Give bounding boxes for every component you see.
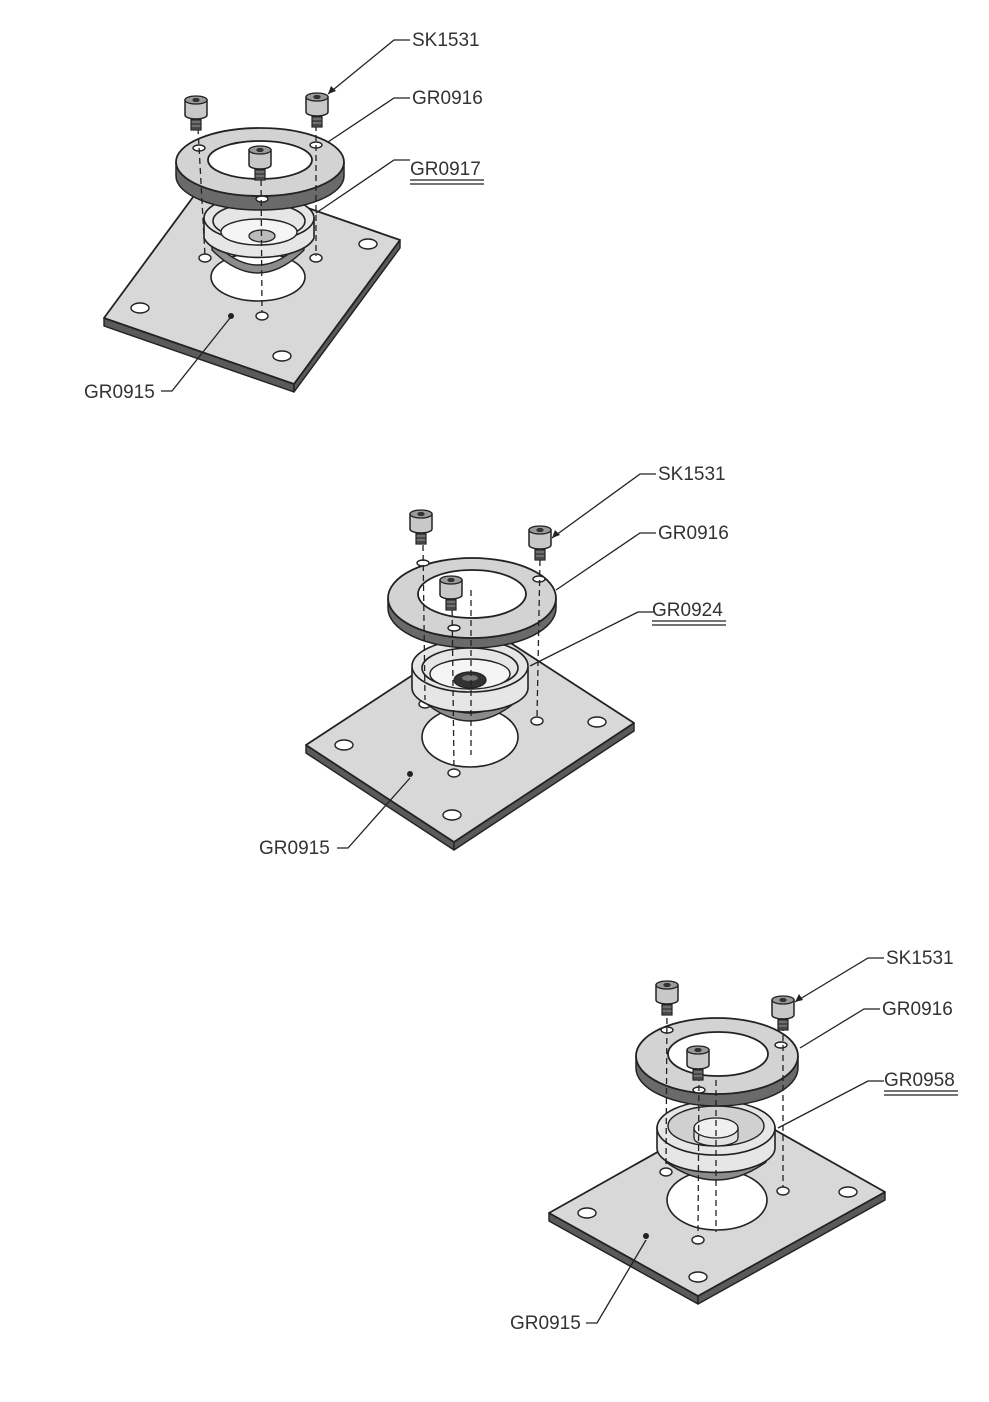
- assembly-middle: SK1531 GR0916 GR0924 GR0915: [259, 464, 729, 859]
- screw-center: [439, 575, 463, 611]
- screw-right: [305, 92, 329, 128]
- base-plate: [548, 1107, 886, 1305]
- flange-ring: [175, 127, 345, 211]
- label-base-plate: GR0915: [510, 1313, 581, 1334]
- screw-left: [184, 95, 208, 131]
- label-flange-ring: GR0916: [658, 523, 729, 544]
- bushing: [411, 639, 529, 722]
- label-flange-ring: GR0916: [882, 999, 953, 1020]
- screw-right: [528, 525, 552, 561]
- label-screw: SK1531: [658, 464, 726, 485]
- assembly-bottom: SK1531 GR0916 GR0958 GR0915: [510, 948, 958, 1334]
- flange-ring: [635, 1017, 799, 1107]
- label-screw: SK1531: [886, 948, 954, 969]
- base-plate: [103, 173, 401, 393]
- label-base-plate: GR0915: [84, 382, 155, 403]
- label-bushing: GR0917: [410, 159, 481, 180]
- assembly-top: SK1531 GR0916 GR0917 GR0915: [84, 30, 484, 403]
- base-plate: [305, 626, 635, 851]
- bushing: [203, 194, 315, 274]
- label-bushing: GR0958: [884, 1070, 955, 1091]
- label-bushing: GR0924: [652, 600, 723, 621]
- screw-left: [409, 509, 433, 545]
- flange-ring: [387, 557, 557, 649]
- screw-center: [248, 145, 272, 181]
- label-base-plate: GR0915: [259, 838, 330, 859]
- screw-right: [771, 995, 795, 1031]
- label-flange-ring: GR0916: [412, 88, 483, 109]
- label-screw: SK1531: [412, 30, 480, 51]
- screw-left: [655, 980, 679, 1016]
